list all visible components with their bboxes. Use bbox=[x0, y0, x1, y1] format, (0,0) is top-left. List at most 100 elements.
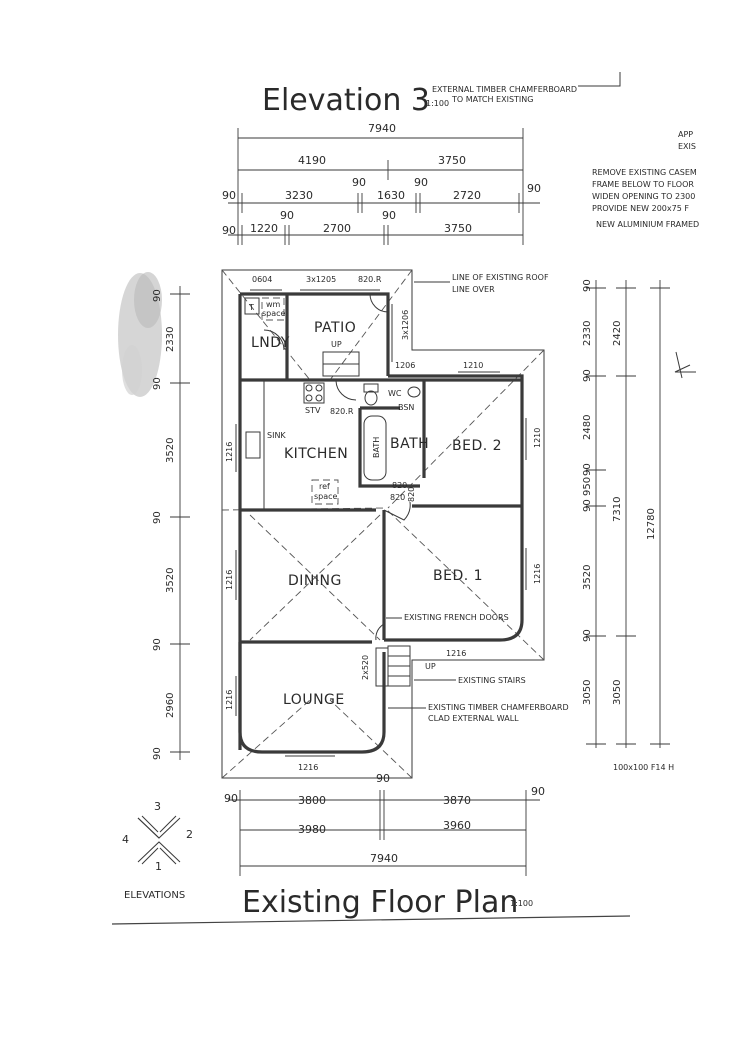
stairs-up-label: UP bbox=[425, 662, 436, 671]
french-door-swing bbox=[375, 623, 385, 641]
stair-landing bbox=[375, 647, 389, 687]
bath-tub bbox=[363, 415, 387, 481]
bottom-dim-3800: 3800 bbox=[298, 794, 326, 807]
label-3x1205: 3x1205 bbox=[306, 275, 336, 284]
elevation-scale: 1:100 bbox=[426, 99, 449, 108]
left-dimensions: 90 2330 90 3520 90 3520 90 2960 90 bbox=[152, 286, 190, 760]
label-1216-stair: 1216 bbox=[446, 649, 466, 658]
right-dim-2480: 2480 bbox=[582, 415, 593, 440]
top-dim-1630: 1630 bbox=[377, 189, 405, 202]
hall-door-swing bbox=[383, 501, 411, 521]
roof-note-1: LINE OF EXISTING ROOF bbox=[452, 273, 549, 282]
right-dim-7310: 7310 bbox=[612, 497, 623, 522]
label-820r-kitchen: 820.R bbox=[330, 407, 354, 416]
top-dimensions: 7940 4190 3750 90 3230 90 1630 90 2720 9… bbox=[222, 122, 541, 245]
cladding-note-2: TO MATCH EXISTING bbox=[451, 95, 533, 104]
label-1216-kitchen: 1216 bbox=[225, 442, 234, 462]
top-dim-90b: 90 bbox=[352, 176, 366, 189]
cladding-ext-note-1: EXISTING TIMBER CHAMFERBOARD bbox=[428, 703, 569, 712]
bottom-dim-3960: 3960 bbox=[443, 819, 471, 832]
room-patio: PATIO bbox=[314, 320, 356, 336]
floor-plan-title: Existing Floor Plan bbox=[242, 885, 518, 920]
label-1216-lounge-bottom: 1216 bbox=[298, 763, 318, 772]
top-dim-1220: 1220 bbox=[250, 222, 278, 235]
label-820-a: 820 bbox=[392, 481, 407, 490]
top-dim-2700: 2700 bbox=[323, 222, 351, 235]
bottom-dim-90c: 90 bbox=[531, 785, 545, 798]
bottom-dim-3870: 3870 bbox=[443, 794, 471, 807]
left-dim-2960: 2960 bbox=[165, 693, 176, 718]
room-bath: BATH bbox=[390, 436, 429, 452]
left-dim-90a: 90 bbox=[152, 289, 163, 302]
top-dim-90c: 90 bbox=[414, 176, 428, 189]
room-bed2: BED. 2 bbox=[452, 438, 502, 454]
window-note-4: PROVIDE NEW 200x75 F bbox=[592, 204, 689, 213]
elevation-key-label: ELEVATIONS bbox=[124, 890, 185, 901]
patio-door-swing bbox=[369, 293, 389, 313]
bottom-dim-90b: 90 bbox=[376, 772, 390, 785]
washing-machine-space bbox=[261, 297, 285, 321]
right-dim-3050a: 3050 bbox=[582, 680, 593, 705]
right-dim-3520: 3520 bbox=[582, 565, 593, 590]
cladding-note-1: EXTERNAL TIMBER CHAMFERBOARD bbox=[432, 85, 577, 94]
elevation-key: 3 4 2 1 ELEVATIONS bbox=[122, 800, 193, 901]
ref-label-2: space bbox=[314, 492, 338, 501]
patio-up-label: UP bbox=[331, 340, 342, 349]
top-dim-90g: 90 bbox=[382, 209, 396, 222]
laundry-tub-label: T bbox=[248, 303, 254, 312]
label-1210-top: 1210 bbox=[463, 361, 483, 370]
stove bbox=[303, 382, 325, 404]
left-dim-2330: 2330 bbox=[165, 327, 176, 352]
top-dim-3750a: 3750 bbox=[438, 154, 466, 167]
top-dim-90e: 90 bbox=[222, 224, 236, 237]
kitchen-door-swing bbox=[335, 379, 357, 401]
right-dim-2330: 2330 bbox=[582, 321, 593, 346]
laundry-door-swing bbox=[263, 329, 285, 351]
room-bed1: BED. 1 bbox=[433, 568, 483, 584]
top-dim-2720: 2720 bbox=[453, 189, 481, 202]
wc-label: WC bbox=[388, 389, 402, 398]
left-dim-3520b: 3520 bbox=[165, 568, 176, 593]
left-dim-90e: 90 bbox=[152, 747, 163, 760]
room-lounge: LOUNGE bbox=[283, 692, 345, 708]
right-dim-90c: 90 bbox=[582, 463, 593, 476]
label-1216-lounge: 1216 bbox=[225, 690, 234, 710]
label-3x1206: 3x1206 bbox=[401, 310, 410, 340]
label-1210-right: 1210 bbox=[533, 428, 542, 448]
bottom-dimensions: 90 3800 90 3870 90 3980 3960 7940 bbox=[224, 772, 545, 876]
bottom-dim-7940: 7940 bbox=[370, 852, 398, 865]
toilet-bowl bbox=[364, 390, 378, 406]
fixtures: T wm space UP STV SINK ref space WC BSN … bbox=[244, 297, 436, 687]
roof-note-2: LINE OVER bbox=[452, 285, 495, 294]
window-note-5: NEW ALUMINIUM FRAMED bbox=[596, 220, 699, 229]
label-820-b: 820 bbox=[390, 493, 405, 502]
scan-smudge bbox=[118, 272, 162, 397]
window-note-1: REMOVE EXISTING CASEM bbox=[592, 168, 697, 177]
top-dim-90a: 90 bbox=[222, 189, 236, 202]
elevation-key-3: 3 bbox=[154, 800, 161, 813]
top-dim-90d: 90 bbox=[527, 182, 541, 195]
right-dim-3050b: 3050 bbox=[612, 680, 623, 705]
wm-label-2: space bbox=[262, 309, 286, 318]
right-dim-90a: 90 bbox=[582, 279, 593, 292]
room-kitchen: KITCHEN bbox=[284, 446, 348, 462]
title-underline bbox=[111, 915, 631, 925]
elevation-key-4: 4 bbox=[122, 833, 129, 846]
cut-note-2: EXIS bbox=[678, 142, 696, 151]
left-dim-90c: 90 bbox=[152, 511, 163, 524]
room-laundry: LNDY bbox=[251, 335, 290, 351]
left-dim-90b: 90 bbox=[152, 377, 163, 390]
elevation-key-2: 2 bbox=[186, 828, 193, 841]
room-labels: LNDY PATIO KITCHEN BATH BED. 2 DINING BE… bbox=[251, 320, 502, 708]
window-note-2: FRAME BELOW TO FLOOR bbox=[592, 180, 694, 189]
stairs-note: EXISTING STAIRS bbox=[458, 676, 526, 685]
label-820-c: 820 bbox=[407, 487, 416, 502]
doors-windows bbox=[235, 289, 527, 757]
label-1216-dining: 1216 bbox=[225, 570, 234, 590]
right-dim-90d: 90 bbox=[582, 499, 593, 512]
top-dim-3230: 3230 bbox=[285, 189, 313, 202]
fridge-space bbox=[311, 479, 339, 505]
laundry-tub bbox=[244, 297, 260, 315]
top-dim-total: 7940 bbox=[368, 122, 396, 135]
